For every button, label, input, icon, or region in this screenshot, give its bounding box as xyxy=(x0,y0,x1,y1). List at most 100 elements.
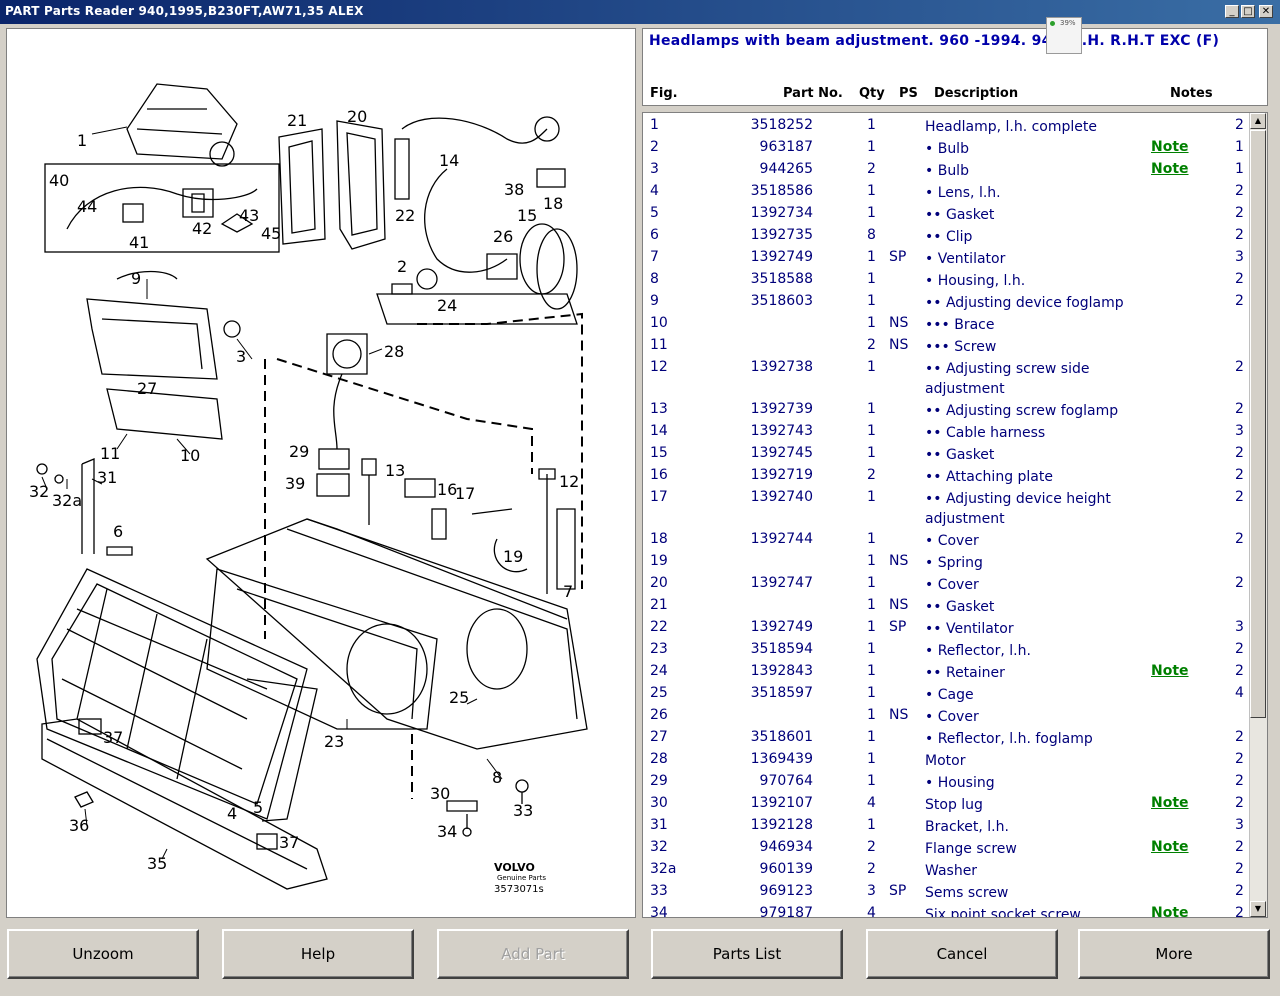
row-description: Sems screw xyxy=(925,885,1009,901)
row-fig: 11 xyxy=(650,337,668,353)
row-description: ••• Screw xyxy=(925,339,997,355)
row-part-number: 1392107 xyxy=(750,795,813,811)
row-fig: 32 xyxy=(650,839,668,855)
maximize-button[interactable]: □ xyxy=(1241,5,1255,18)
row-qty: 1 xyxy=(867,729,876,745)
row-fig: 33 xyxy=(650,883,668,899)
diagram-label: 1 xyxy=(77,131,87,150)
row-qty: 1 xyxy=(867,773,876,789)
row-description: • Cover xyxy=(925,577,979,593)
row-description: • Reflector, l.h. xyxy=(925,643,1031,659)
row-description: •• Gasket xyxy=(925,207,995,223)
row-description: • Reflector, l.h. foglamp xyxy=(925,731,1093,747)
row-qty: 2 xyxy=(867,337,876,353)
row-fig: 2 xyxy=(650,139,659,155)
column-header-qty[interactable]: Qty xyxy=(859,86,885,101)
row-qty: 1 xyxy=(867,641,876,657)
unzoom-button[interactable]: Unzoom xyxy=(7,929,199,979)
row-qty: 1 xyxy=(867,249,876,265)
table-header: Fig. Part No. Qty PS Description Notes xyxy=(643,86,1263,104)
row-part-number: 970764 xyxy=(759,773,813,789)
scroll-thumb[interactable] xyxy=(1250,130,1266,718)
column-header-notes[interactable]: Notes xyxy=(1170,86,1213,101)
row-qty: 1 xyxy=(867,553,876,569)
row-description: •• Adjusting screw side adjustment xyxy=(925,361,1090,397)
row-fig: 6 xyxy=(650,227,659,243)
row-notes-count: 2 xyxy=(1235,905,1244,918)
column-header-ps[interactable]: PS xyxy=(899,86,918,101)
row-fig: 3 xyxy=(650,161,659,177)
parts-list-button[interactable]: Parts List xyxy=(651,929,843,979)
row-notes-count: 3 xyxy=(1235,249,1244,265)
row-fig: 21 xyxy=(650,597,668,613)
row-part-number: 1392745 xyxy=(750,445,813,461)
row-note-link[interactable]: Note xyxy=(1151,905,1189,918)
row-notes-count: 2 xyxy=(1235,861,1244,877)
row-fig: 28 xyxy=(650,751,668,767)
add-part-button[interactable]: Add Part xyxy=(437,929,629,979)
close-button[interactable]: ✕ xyxy=(1259,5,1273,18)
row-qty: 8 xyxy=(867,227,876,243)
row-note-link[interactable]: Note xyxy=(1151,839,1189,855)
row-part-number: 979187 xyxy=(759,905,813,918)
diagram-label: 26 xyxy=(493,227,513,246)
minimize-button[interactable]: _ xyxy=(1225,5,1239,18)
row-note-link[interactable]: Note xyxy=(1151,161,1189,177)
row-part-number: 969123 xyxy=(759,883,813,899)
row-part-number: 1369439 xyxy=(750,751,813,767)
row-fig: 24 xyxy=(650,663,668,679)
row-fig: 32a xyxy=(650,861,677,877)
row-note-link[interactable]: Note xyxy=(1151,139,1189,155)
row-description: •• Attaching plate xyxy=(925,469,1053,485)
diagram-label: 24 xyxy=(437,296,457,315)
diagram-label: 21 xyxy=(287,111,307,130)
row-description: • Housing xyxy=(925,775,995,791)
row-notes-count: 2 xyxy=(1235,883,1244,899)
row-notes-count: 2 xyxy=(1235,839,1244,855)
row-qty: 1 xyxy=(867,817,876,833)
cancel-button[interactable]: Cancel xyxy=(866,929,1058,979)
row-qty: 1 xyxy=(867,117,876,133)
scroll-up-button[interactable]: ▲ xyxy=(1250,113,1266,129)
more-button[interactable]: More xyxy=(1078,929,1270,979)
row-qty: 1 xyxy=(867,751,876,767)
row-note-link[interactable]: Note xyxy=(1151,663,1189,679)
row-part-number: 3518588 xyxy=(750,271,813,287)
row-part-number: 1392843 xyxy=(750,663,813,679)
row-qty: 1 xyxy=(867,139,876,155)
diagram-label: 14 xyxy=(439,151,459,170)
help-button[interactable]: Help xyxy=(222,929,414,979)
row-fig: 23 xyxy=(650,641,668,657)
window-title: PART Parts Reader 940,1995,B230FT,AW71,3… xyxy=(5,4,364,18)
column-header-fig[interactable]: Fig. xyxy=(650,86,678,101)
status-dot-icon xyxy=(1050,21,1055,26)
diagram-label: 12 xyxy=(559,472,579,491)
diagram-label: 34 xyxy=(437,822,457,841)
row-description: • Ventilator xyxy=(925,251,1006,267)
exploded-diagram-panel[interactable]: 1 40 44 41 42 43 45 21 20 22 14 38 18 15… xyxy=(6,28,636,918)
diagram-label: 32 xyxy=(29,482,49,501)
row-part-number: 1392128 xyxy=(750,817,813,833)
row-fig: 34 xyxy=(650,905,668,918)
row-qty: 1 xyxy=(867,575,876,591)
diagram-label: 44 xyxy=(77,197,97,216)
row-fig: 7 xyxy=(650,249,659,265)
scroll-down-button[interactable]: ▼ xyxy=(1250,901,1266,917)
column-header-part[interactable]: Part No. xyxy=(783,86,843,101)
exploded-diagram[interactable]: 1 40 44 41 42 43 45 21 20 22 14 38 18 15… xyxy=(7,29,635,917)
diagram-label: 32a xyxy=(52,491,82,510)
row-qty: 1 xyxy=(867,293,876,309)
diagram-label: 30 xyxy=(430,784,450,803)
row-notes-count: 4 xyxy=(1235,685,1244,701)
row-notes-count: 2 xyxy=(1235,205,1244,221)
row-note-link[interactable]: Note xyxy=(1151,795,1189,811)
column-header-description[interactable]: Description xyxy=(934,86,1019,101)
row-fig: 15 xyxy=(650,445,668,461)
vertical-scrollbar[interactable]: ▲ ▼ xyxy=(1249,113,1267,917)
row-part-number: 3518603 xyxy=(750,293,813,309)
diagram-label: 10 xyxy=(180,446,200,465)
row-description: • Cage xyxy=(925,687,974,703)
row-description: • Spring xyxy=(925,555,983,571)
row-description: •• Clip xyxy=(925,229,973,245)
